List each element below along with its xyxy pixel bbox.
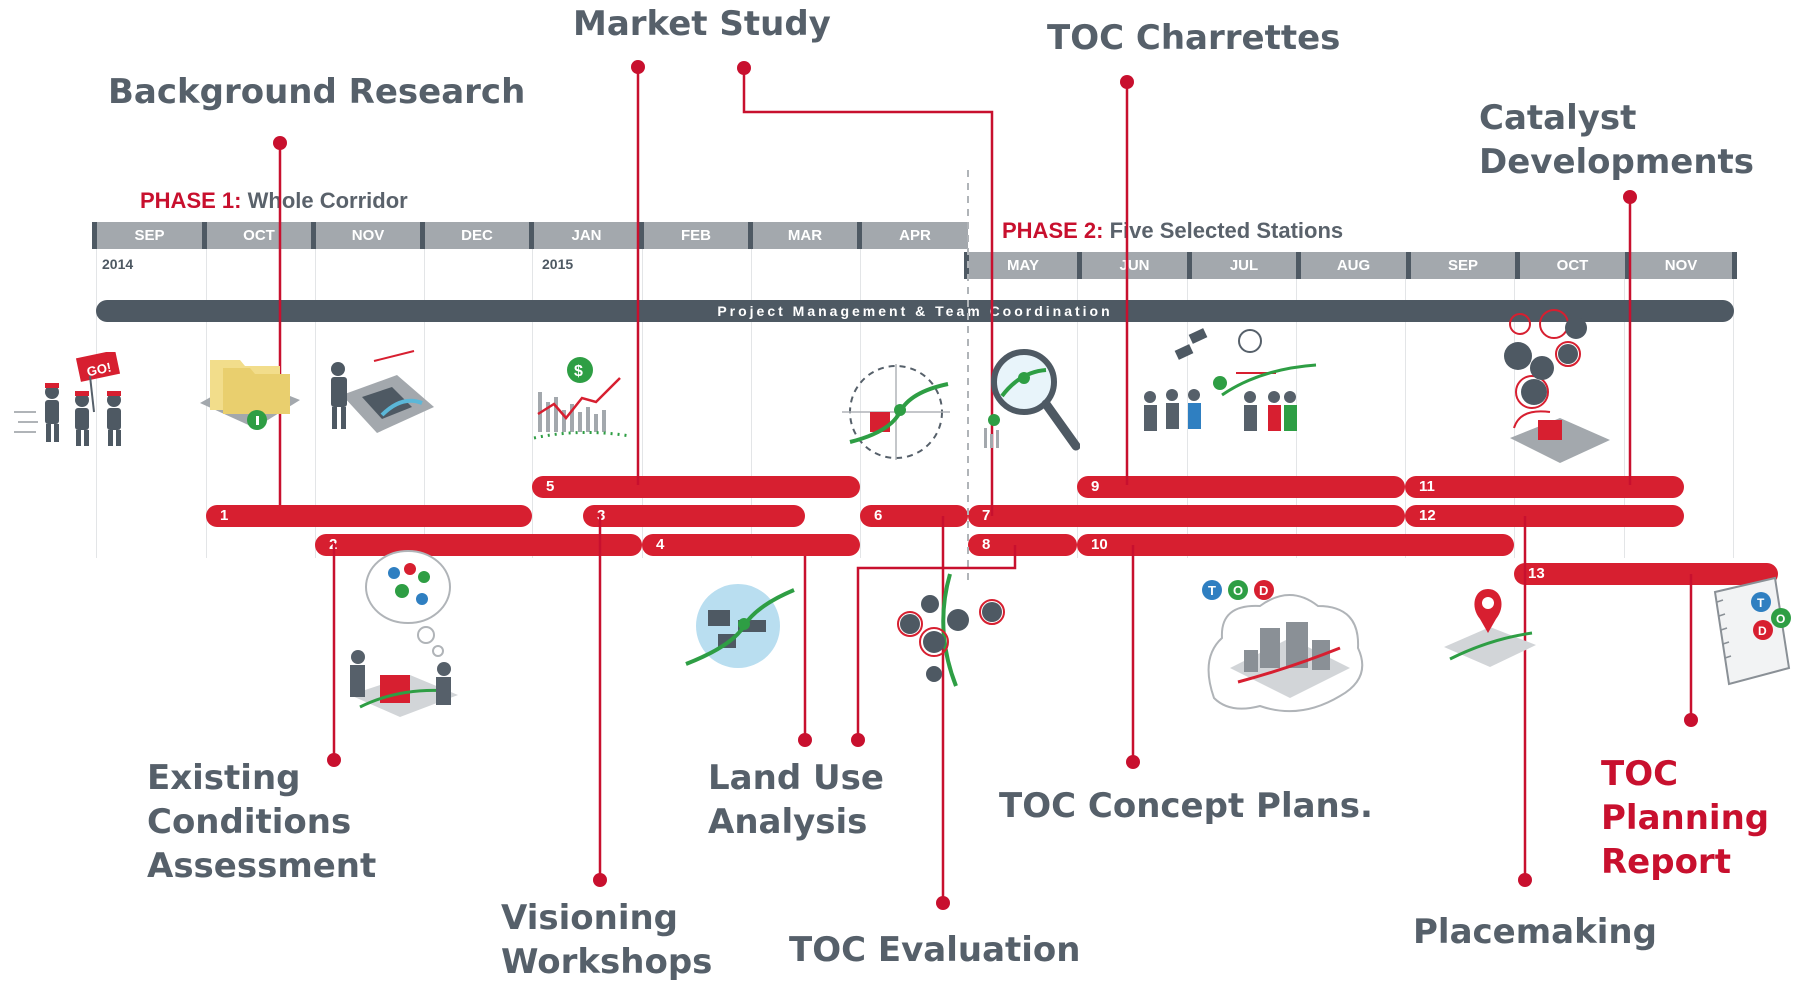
grid-line — [1405, 275, 1406, 558]
surveyor-icon — [331, 350, 434, 433]
phase1-months: SEP OCT NOV DEC JAN FEB MAR APR — [92, 222, 968, 249]
month-cell: DEC — [420, 222, 529, 249]
go-sign-text: GO! — [85, 359, 112, 379]
grid-line — [860, 248, 861, 558]
existing-conditions-icon — [350, 550, 458, 717]
month-cell: MAR — [748, 222, 857, 249]
label-toc-charrettes: TOC Charrettes — [1047, 18, 1341, 58]
connector-dot — [851, 733, 865, 747]
phase2-name: Five Selected Stations — [1109, 218, 1344, 243]
month-cell: APR — [857, 222, 968, 249]
year-2015: 2015 — [542, 256, 574, 272]
land-use-icon — [685, 584, 795, 668]
report-t-text: T — [1757, 596, 1765, 610]
tod-d-text: D — [1259, 583, 1268, 598]
catalyst-icon — [1504, 309, 1610, 463]
dollar-text: $ — [574, 363, 583, 380]
market-chart-icon: $ — [533, 357, 631, 440]
report-d-text: D — [1758, 624, 1767, 638]
month-cell: OCT — [202, 222, 311, 249]
connector-charrettes-7 — [742, 68, 994, 516]
connector-dot — [327, 753, 341, 767]
phase2-number: PHASE 2: — [1002, 218, 1104, 243]
phase2-heading: PHASE 2: Five Selected Stations — [1002, 218, 1343, 244]
grid-line — [1514, 275, 1515, 558]
connector-toc-evaluation-branch — [856, 545, 1017, 740]
task-bar-12: 12 — [1405, 505, 1684, 527]
label-toc-evaluation: TOC Evaluation — [789, 930, 1081, 970]
month-cell: SEP — [92, 222, 202, 249]
tod-t-text: T — [1208, 583, 1216, 598]
charrette-people-icon — [1144, 328, 1317, 431]
month-cell: MAY — [964, 252, 1077, 279]
year-2014: 2014 — [102, 256, 134, 272]
connector-dot — [1126, 755, 1140, 769]
month-cell: NOV — [311, 222, 420, 249]
grid-line — [315, 248, 316, 558]
evaluation-icon — [897, 573, 1005, 687]
month-cell: JUL — [1187, 252, 1296, 279]
connector-dot — [631, 60, 645, 74]
task-bar-10: 10 — [1077, 534, 1514, 556]
connector-dot — [737, 61, 751, 75]
phase1-number: PHASE 1: — [140, 188, 242, 213]
task-bar-9: 9 — [1077, 476, 1405, 498]
label-existing-conditions: Existing Conditions Assessment — [147, 758, 377, 886]
connector-dot — [1120, 75, 1134, 89]
connector-dot — [1684, 713, 1698, 727]
connector-dot — [273, 136, 287, 150]
task-bar-13: 13 — [1514, 563, 1778, 585]
grid-line — [1624, 275, 1625, 558]
task-bar-4: 4 — [642, 534, 860, 556]
task-bar-5: 5 — [532, 476, 860, 498]
grid-line — [532, 248, 533, 558]
grid-line — [1733, 275, 1734, 558]
label-toc-planning-report: TOC Planning Report — [1601, 754, 1770, 882]
connector-dot — [936, 896, 950, 910]
label-market-study: Market Study — [573, 4, 831, 44]
placemaking-icon — [1444, 589, 1536, 667]
label-background-research: Background Research — [108, 72, 526, 112]
connector-dot — [1623, 190, 1637, 204]
month-cell: JAN — [529, 222, 639, 249]
connector-dot — [593, 873, 607, 887]
phase2-months: MAY JUN JUL AUG SEP OCT NOV — [964, 252, 1737, 279]
phase1-heading: PHASE 1: Whole Corridor — [140, 188, 408, 214]
tod-concept-icon: T O D — [1202, 580, 1364, 713]
task-bar-8: 8 — [968, 534, 1077, 556]
connector-dot — [798, 733, 812, 747]
task-bar-7: 7 — [968, 505, 1405, 527]
connector-dot — [1518, 873, 1532, 887]
label-catalyst-developments: Catalyst Developments — [1479, 98, 1755, 182]
phase1-name: Whole Corridor — [247, 188, 408, 213]
grid-line — [1187, 275, 1188, 558]
label-land-use-analysis: Land Use Analysis — [708, 758, 884, 842]
report-icon: T O D — [1713, 576, 1791, 686]
report-o-text: O — [1776, 612, 1785, 626]
label-placemaking: Placemaking — [1413, 912, 1657, 952]
grid-line — [1077, 275, 1078, 558]
task-bar-6: 6 — [860, 505, 968, 527]
tod-o-text: O — [1233, 583, 1243, 598]
grid-line — [751, 248, 752, 558]
month-cell: SEP — [1406, 252, 1515, 279]
label-toc-concept-plans: TOC Concept Plans. — [999, 786, 1373, 826]
label-visioning-workshops: Visioning Workshops — [501, 898, 713, 982]
month-cell: AUG — [1296, 252, 1406, 279]
go-team-icon: GO! — [14, 352, 121, 446]
project-management-bar: Project Management & Team Coordination — [96, 300, 1734, 322]
month-cell: FEB — [639, 222, 748, 249]
task-bar-11: 11 — [1405, 476, 1684, 498]
magnifier-icon — [984, 349, 1080, 451]
task-bar-1: 1 — [206, 505, 532, 527]
folders-icon — [200, 360, 300, 430]
month-cell: NOV — [1625, 252, 1737, 279]
grid-line — [642, 248, 643, 558]
grid-line — [96, 248, 97, 558]
target-map-icon — [842, 364, 950, 460]
month-cell: OCT — [1515, 252, 1625, 279]
